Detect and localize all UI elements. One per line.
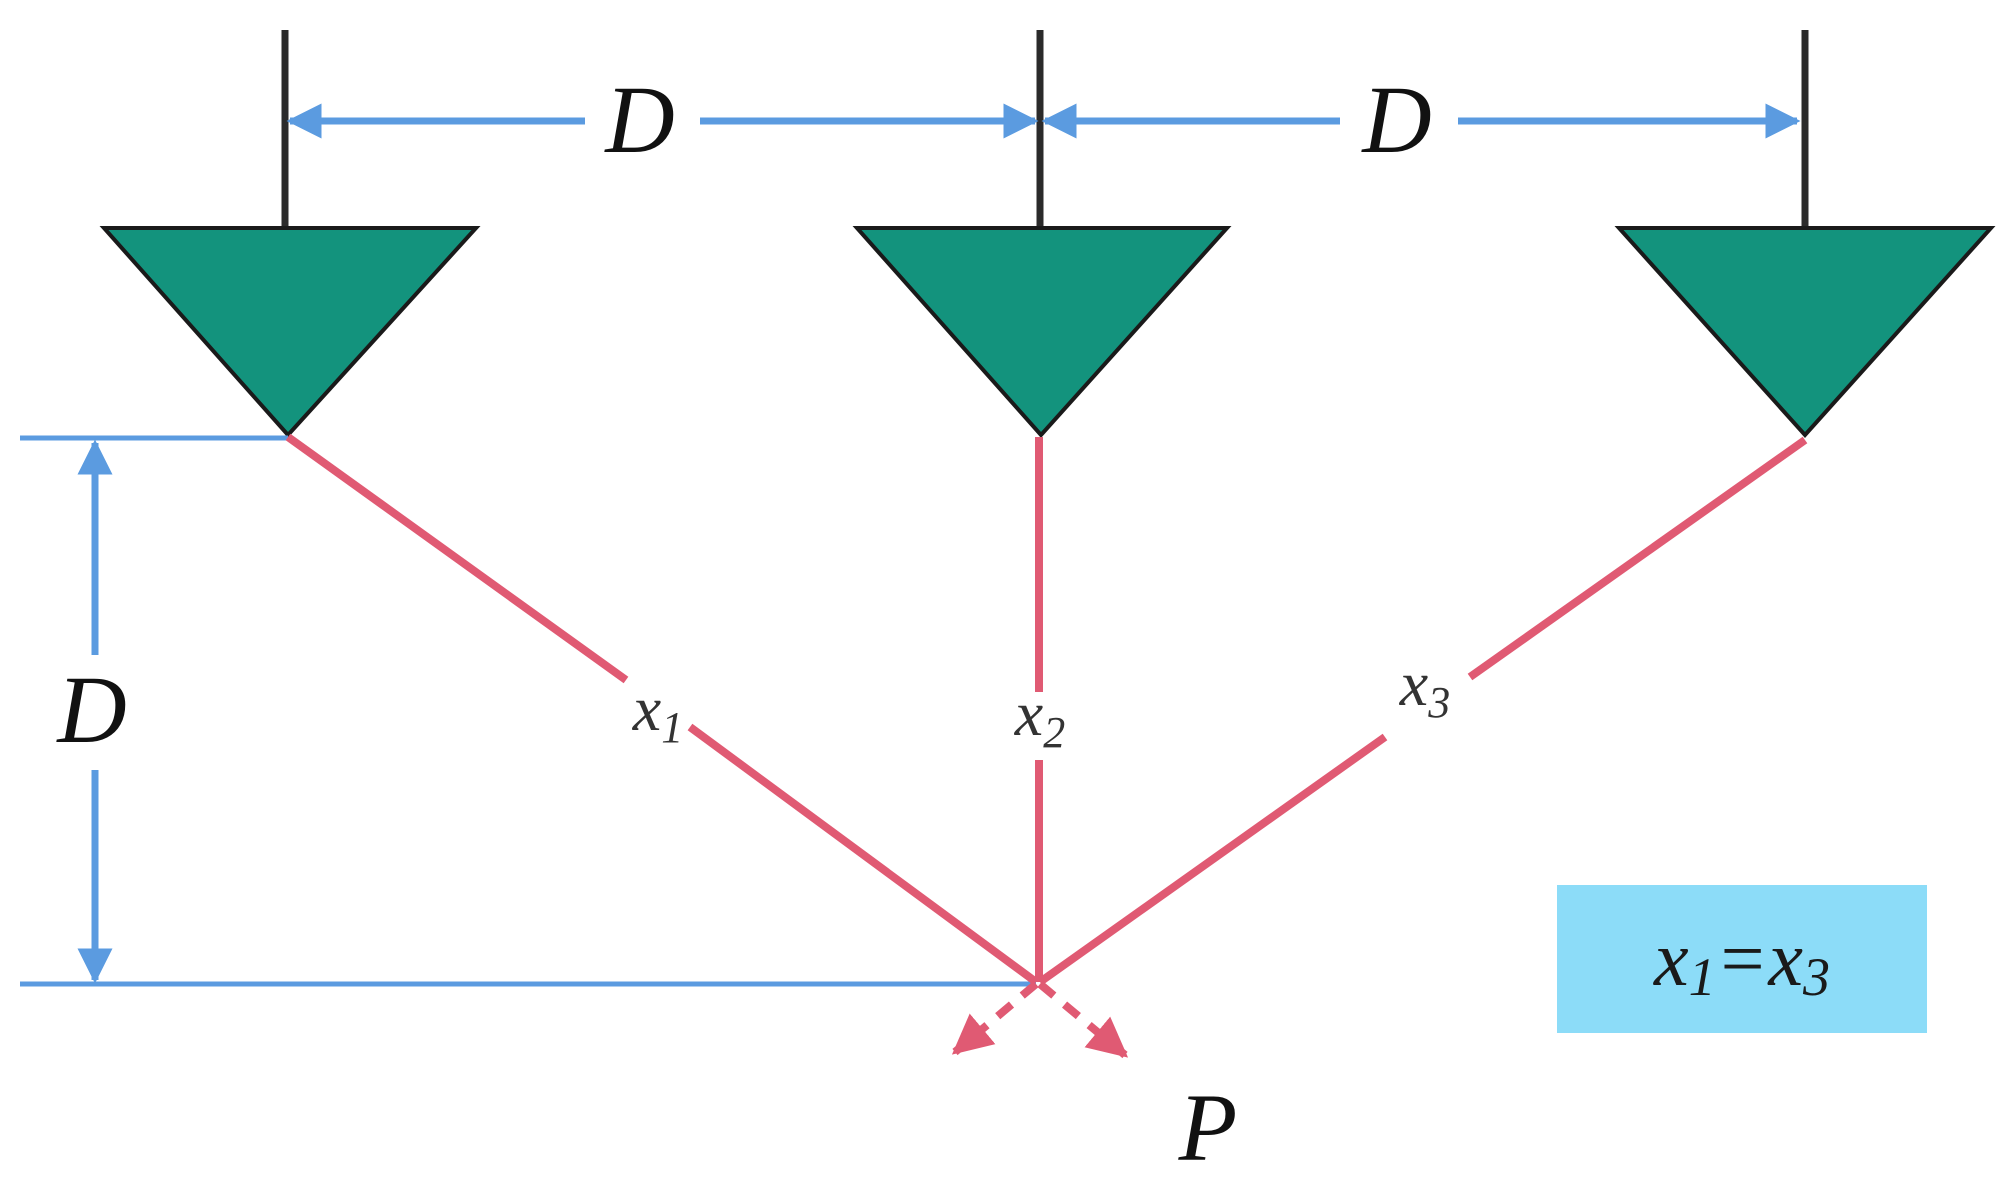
top-right-dimension-label: D — [1360, 66, 1431, 173]
vertical-dimension-label: D — [55, 656, 126, 763]
target-point-label: P — [1178, 1074, 1238, 1179]
top-left-dimension-label: D — [603, 66, 674, 173]
dashed-arrow-left — [951, 980, 1039, 1056]
equation-text: x1=x3 — [1653, 915, 1830, 1007]
inverted-triangle-antenna-icon — [1614, 226, 1996, 438]
dashed-arrow-right — [1037, 980, 1129, 1059]
vertical-dimension: D — [20, 435, 1036, 987]
inverted-triangle-antenna-icon — [99, 226, 481, 438]
signal-path-x1: x1 — [285, 433, 1039, 986]
path-label-x3: x3 — [1399, 648, 1450, 727]
equation-box: x1=x3 — [1557, 885, 1927, 1033]
top-left-dimension: D — [286, 66, 1039, 173]
path-label-x2: x2 — [1014, 678, 1065, 757]
path-label-x1: x1 — [632, 673, 683, 752]
top-right-dimension: D — [1041, 66, 1801, 173]
inverted-triangle-antenna-icon — [852, 226, 1232, 439]
signal-path-x3: x3 — [1037, 436, 1808, 986]
signal-path-x2: x2 — [1014, 437, 1065, 982]
